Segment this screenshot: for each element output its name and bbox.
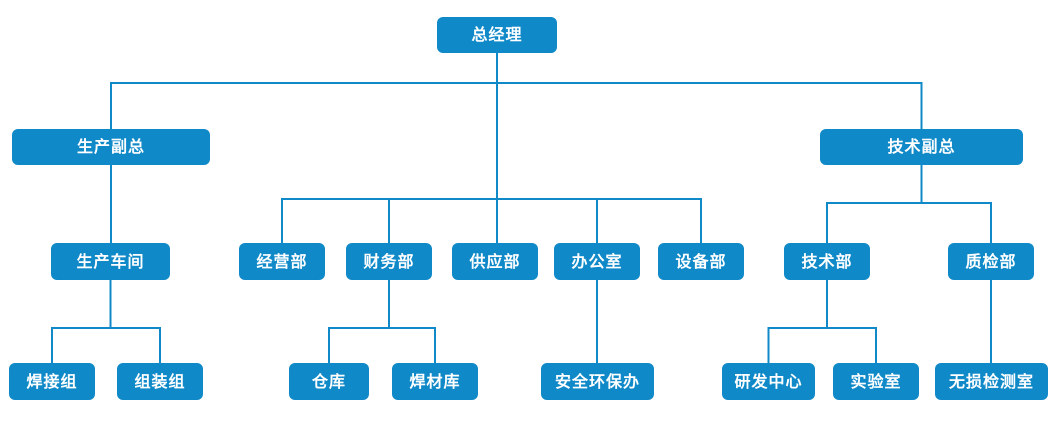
org-node-ndt_room[interactable]: 无损检测室 xyxy=(935,363,1048,400)
org-node-label: 焊材库 xyxy=(409,371,461,391)
org-node-vp_production[interactable]: 生产副总 xyxy=(12,129,210,165)
org-node-gm[interactable]: 总经理 xyxy=(437,17,557,53)
org-node-label: 仓库 xyxy=(311,371,346,391)
connector-technical-to-rd_center xyxy=(767,280,828,363)
org-node-laboratory[interactable]: 实验室 xyxy=(833,363,919,400)
org-node-label: 安全环保办 xyxy=(554,371,640,391)
connector-workshop-to-welding xyxy=(51,280,112,363)
org-node-label: 无损检测室 xyxy=(948,371,1034,391)
connector-gm-to-vp_production xyxy=(110,53,498,129)
connector-gm-to-office xyxy=(496,53,598,243)
connector-technical-to-laboratory xyxy=(826,280,877,363)
org-node-management[interactable]: 经营部 xyxy=(239,243,325,280)
org-node-vp_technical[interactable]: 技术副总 xyxy=(820,129,1023,165)
org-node-safety_env[interactable]: 安全环保办 xyxy=(541,363,654,400)
org-node-finance[interactable]: 财务部 xyxy=(346,243,432,280)
org-node-quality[interactable]: 质检部 xyxy=(948,243,1034,280)
org-node-label: 质检部 xyxy=(965,251,1017,271)
connector-workshop-to-assembly xyxy=(109,280,161,363)
connector-finance-to-warehouse xyxy=(328,280,390,363)
org-node-label: 经营部 xyxy=(256,251,308,271)
org-node-assembly[interactable]: 组装组 xyxy=(117,363,203,400)
org-node-label: 设备部 xyxy=(675,251,727,271)
org-node-technical[interactable]: 技术部 xyxy=(784,243,870,280)
connector-gm-to-equipment xyxy=(496,53,702,243)
connector-finance-to-weld_store xyxy=(388,280,436,363)
org-node-supply[interactable]: 供应部 xyxy=(452,243,538,280)
org-node-label: 研发中心 xyxy=(734,371,803,391)
org-node-weld_store[interactable]: 焊材库 xyxy=(392,363,478,400)
connector-gm-to-vp_technical xyxy=(496,53,923,129)
org-node-label: 组装组 xyxy=(134,371,186,391)
org-node-office[interactable]: 办公室 xyxy=(554,243,640,280)
org-node-welding[interactable]: 焊接组 xyxy=(9,363,95,400)
org-node-label: 财务部 xyxy=(363,251,415,271)
org-node-label: 焊接组 xyxy=(26,371,78,391)
org-node-label: 总经理 xyxy=(471,25,523,44)
connector-gm-to-finance xyxy=(388,53,498,243)
org-node-label: 供应部 xyxy=(469,251,521,271)
org-node-label: 生产副总 xyxy=(76,137,145,156)
org-node-rd_center[interactable]: 研发中心 xyxy=(722,363,815,400)
org-node-label: 生产车间 xyxy=(76,251,145,271)
connector-vp_technical-to-quality xyxy=(920,165,992,243)
org-node-warehouse[interactable]: 仓库 xyxy=(289,363,369,400)
org-node-label: 办公室 xyxy=(571,251,623,271)
org-node-equipment[interactable]: 设备部 xyxy=(658,243,744,280)
org-node-label: 实验室 xyxy=(850,371,902,391)
connector-vp_technical-to-technical xyxy=(826,165,923,243)
org-node-label: 技术副总 xyxy=(887,137,956,156)
org-node-workshop[interactable]: 生产车间 xyxy=(51,243,170,280)
org-node-label: 技术部 xyxy=(801,251,853,271)
